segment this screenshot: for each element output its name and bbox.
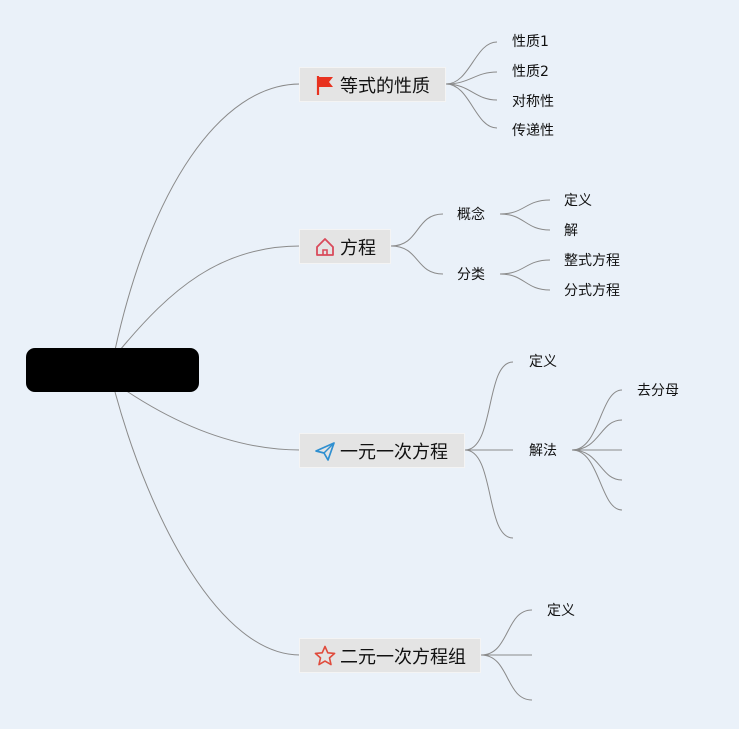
topic-equation[interactable]: 方程 — [299, 229, 391, 264]
leaf-solution[interactable]: 解 — [564, 223, 578, 239]
topic-label: 二元一次方程组 — [340, 646, 466, 668]
leaf-definition[interactable]: 定义 — [529, 354, 557, 370]
connector-root-t4 — [114, 391, 301, 656]
connector-t1-c1 — [445, 41, 498, 85]
root-topic-redacted[interactable] — [26, 348, 199, 392]
connector-concept-sol — [499, 213, 551, 231]
red-flag-icon — [314, 74, 336, 96]
leaf-symmetry[interactable]: 对称性 — [512, 94, 554, 110]
leaf-polynomial-equation[interactable]: 整式方程 — [564, 253, 620, 269]
paper-plane-icon — [314, 440, 336, 462]
connector-t2-classify — [390, 245, 444, 275]
topic-label: 等式的性质 — [340, 75, 430, 97]
subtopic-classification[interactable]: 分类 — [457, 267, 485, 283]
connector-t2-concept — [390, 213, 444, 247]
leaf-fractional-equation[interactable]: 分式方程 — [564, 283, 620, 299]
connector-classify-b — [499, 273, 551, 291]
topic-equation-properties[interactable]: 等式的性质 — [299, 67, 446, 102]
topic-label: 一元一次方程 — [340, 441, 448, 463]
connector-t4-third — [480, 654, 533, 701]
connector-method-1 — [571, 389, 623, 451]
leaf-definition[interactable]: 定义 — [547, 603, 575, 619]
leaf-property-2[interactable]: 性质2 — [512, 64, 549, 80]
subtopic-concept[interactable]: 概念 — [457, 207, 485, 223]
leaf-transitivity[interactable]: 传递性 — [512, 123, 554, 139]
connector-t1-c4 — [445, 83, 498, 129]
connector-concept-def — [499, 199, 551, 215]
connector-root-t2 — [119, 245, 301, 351]
topic-linear-system[interactable]: 二元一次方程组 — [299, 638, 481, 673]
connector-t1-c3 — [445, 83, 498, 101]
connector-method-5 — [571, 449, 623, 511]
connector-classify-a — [499, 259, 551, 275]
connector-t3-def — [464, 361, 514, 451]
topic-linear-equation[interactable]: 一元一次方程 — [299, 433, 465, 468]
topic-label: 方程 — [340, 237, 376, 259]
leaf-definition[interactable]: 定义 — [564, 193, 592, 209]
connector-root-t3 — [124, 389, 301, 451]
star-outline-icon — [314, 645, 336, 667]
connector-t1-c2 — [445, 71, 498, 85]
house-icon — [314, 236, 336, 258]
leaf-property-1[interactable]: 性质1 — [512, 34, 549, 50]
connector-method-2 — [571, 419, 623, 451]
leaf-remove-denominator[interactable]: 去分母 — [637, 383, 679, 399]
connector-t4-def — [480, 609, 533, 656]
connector-root-t1 — [114, 83, 301, 351]
connector-method-4 — [571, 449, 623, 481]
connector-t3-third — [464, 449, 514, 539]
subtopic-solving-method[interactable]: 解法 — [529, 443, 557, 459]
